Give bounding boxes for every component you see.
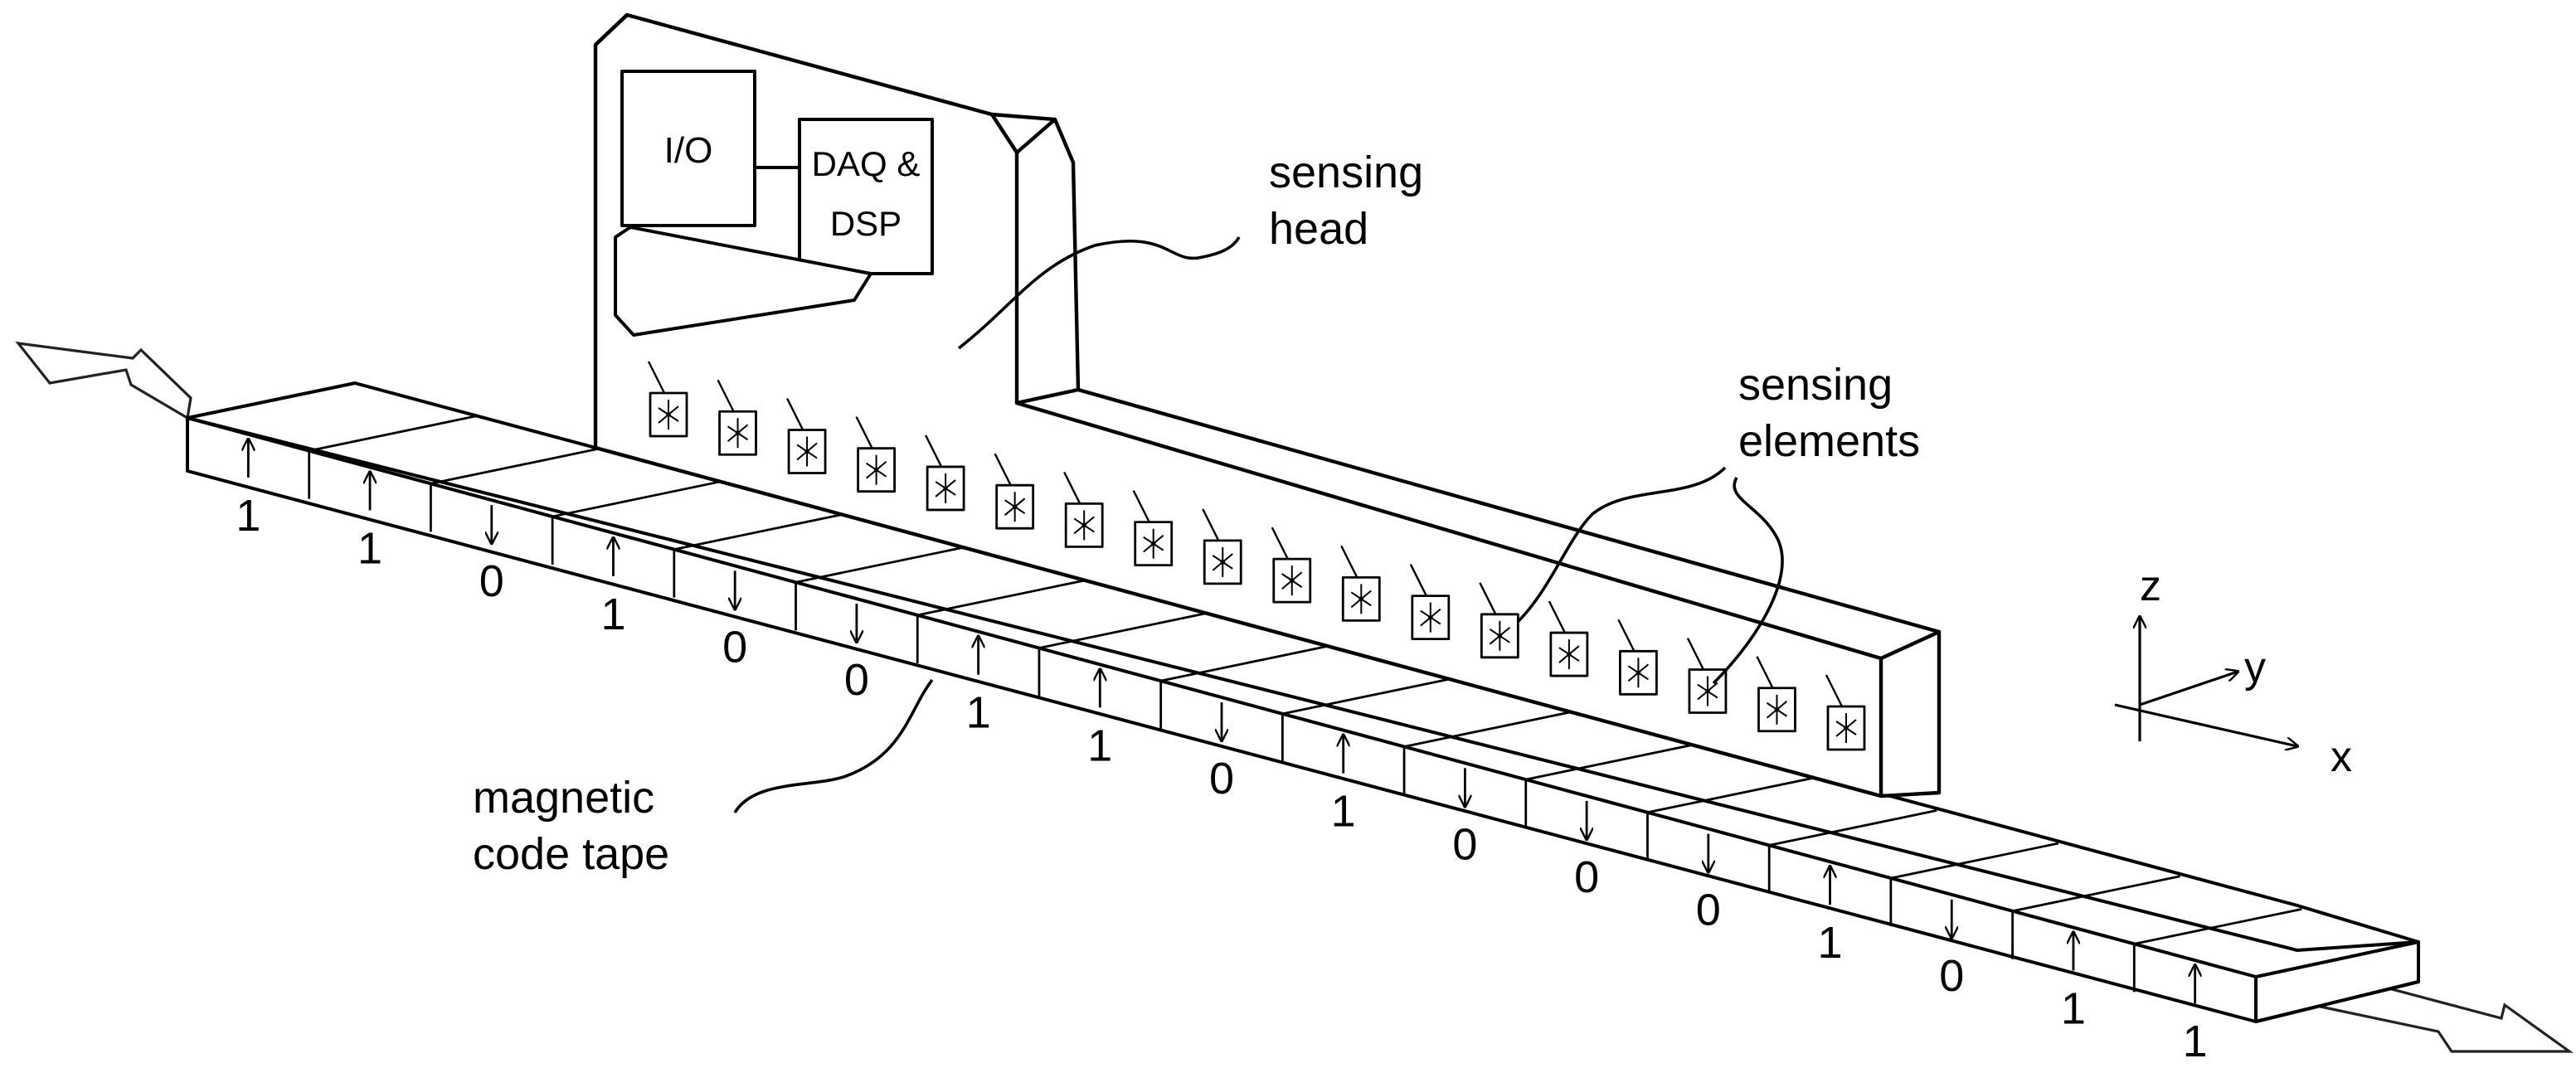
sensing-elements-label-2: elements [1738, 416, 1920, 466]
x-axis [2114, 703, 2297, 746]
tape-segment-top-divider [1647, 776, 1815, 814]
tape-segment-top-divider [2134, 907, 2302, 945]
sensing-element [647, 361, 688, 438]
head-inner-step [1016, 387, 1079, 405]
head-body [593, 12, 1942, 799]
tape-bit-label: 0 [844, 655, 869, 705]
tape-segment-top-divider [309, 415, 477, 453]
magnetic-code-tape-label-1: magnetic [473, 773, 654, 823]
sensing-element [1202, 508, 1242, 585]
tape-bit-label: 0 [1452, 819, 1477, 869]
tape-segment-top-divider [1038, 612, 1208, 649]
tape-segment-top-divider [2012, 875, 2180, 913]
magnetic-code-tape-leader [733, 678, 934, 813]
tape-segment-top-divider [430, 447, 599, 485]
sensing-element [1756, 656, 1796, 733]
tape-segment-top-divider [1403, 711, 1572, 748]
tape-bit-label: 0 [479, 556, 504, 606]
daq-box-label-1: DAQ & [812, 144, 921, 183]
sensing-element [855, 416, 896, 493]
sensing-head-leader [957, 236, 1241, 350]
tape-bit-label: 1 [1331, 787, 1356, 837]
tape-bit-label: 0 [722, 622, 747, 672]
tape-segment-top-divider [673, 513, 843, 551]
tape-bit-label: 1 [600, 590, 625, 639]
sensing-element [1548, 600, 1589, 677]
y-axis-label: y [2244, 643, 2266, 692]
sensing-element [717, 379, 757, 456]
daq-box-label-2: DSP [830, 204, 902, 243]
sensing-element [925, 434, 965, 512]
tape-bit-label: 0 [1696, 886, 1721, 935]
io-box-label: I/O [664, 130, 713, 171]
tape-segment-top-divider [1282, 677, 1451, 716]
sensing-elements-leader-2 [1712, 477, 1784, 685]
tape-bit-label: 0 [1209, 754, 1234, 803]
head-back-edge [594, 13, 629, 46]
sensing-element [994, 453, 1035, 530]
z-axis-label: z [2140, 562, 2161, 610]
left-motion-arrow [15, 341, 192, 420]
tape-segment-top-divider [916, 579, 1086, 617]
sensing-head [593, 12, 1942, 799]
io-box [620, 70, 756, 227]
head-side-face [1014, 153, 1883, 796]
tape-segment-top-divider [1890, 842, 2059, 880]
magnetic-code-tape-label-2: code tape [473, 829, 669, 879]
daq-dsp-box [798, 118, 934, 275]
tape-segment-top-divider [552, 480, 721, 518]
tape-bit-label: 1 [1818, 918, 1843, 968]
tape-bit-label: 0 [1939, 951, 1964, 1001]
sensing-element [785, 397, 827, 474]
sensing-head-label-1: sensing [1269, 148, 1423, 197]
tape-segment-top-divider [795, 546, 964, 584]
sensing-element [1271, 527, 1312, 604]
tape-bit-label: 0 [1574, 852, 1599, 902]
tape-bit-labels: 1 1 0 1 0 0 1 1 0 1 0 0 0 1 0 1 1 [236, 491, 2207, 1066]
tape-segment-top-divider [1768, 809, 1937, 847]
sensing-elements-label-1: sensing [1738, 360, 1893, 410]
tape-bit-label: 1 [966, 688, 991, 738]
tape-bit-label: 1 [2183, 1017, 2208, 1066]
sensing-elements-leader-1 [1516, 466, 1727, 624]
coordinate-axes [2114, 617, 2297, 746]
tape-bit-label: 1 [2061, 984, 2086, 1034]
tape-bit-label: 1 [236, 491, 260, 541]
sensing-element [1063, 471, 1104, 548]
sensing-element [1686, 637, 1728, 714]
sensing-element-row [647, 361, 1866, 751]
tape-magnetization-arrows [248, 439, 2194, 1004]
sensing-element [1617, 619, 1658, 696]
x-axis-label: x [2331, 733, 2352, 781]
tape-segment-top-divider [1525, 743, 1694, 781]
sensing-element [1479, 582, 1519, 659]
sensing-element [1340, 545, 1381, 622]
sensing-element [1825, 674, 1866, 751]
head-front-edge [1880, 629, 1940, 661]
sensing-head-label-2: head [1269, 204, 1368, 254]
tape-segment-top-divider [1160, 644, 1329, 682]
sensing-element [1409, 564, 1451, 640]
tape-bit-label: 1 [1087, 721, 1112, 770]
tape-bit-label: 1 [357, 523, 382, 573]
head-slot [614, 226, 872, 337]
tape-front-top-edge [187, 416, 2258, 1022]
y-axis [2139, 672, 2238, 706]
sensing-element [1132, 490, 1174, 567]
tape-dividers [186, 415, 2302, 993]
